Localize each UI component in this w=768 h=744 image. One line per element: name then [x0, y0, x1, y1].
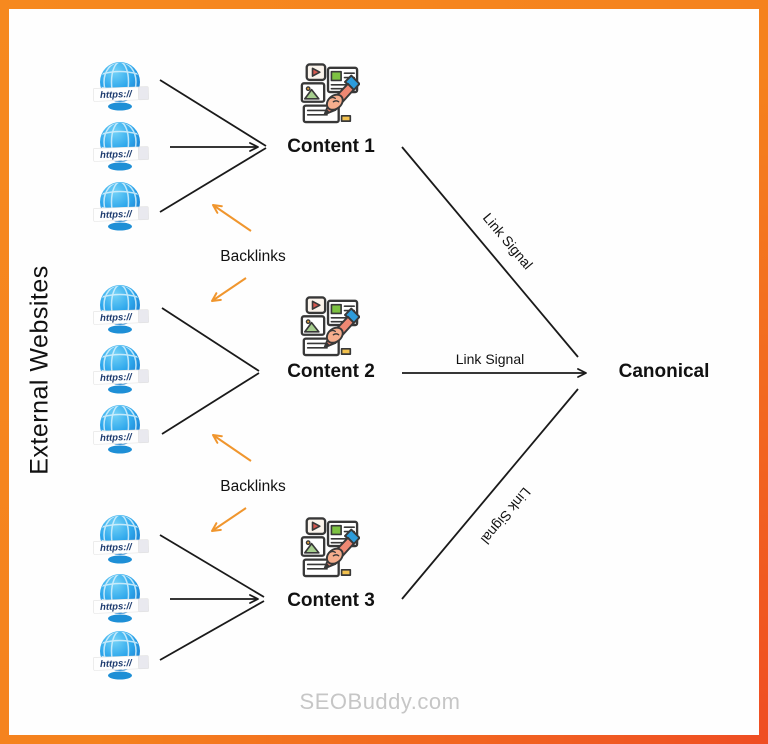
website-icon: https:// — [92, 571, 152, 627]
backlinks1-label: Backlinks — [220, 248, 286, 265]
https-label: https:// — [100, 432, 133, 444]
content-creation-icon — [298, 517, 360, 579]
group2-top-line — [161, 307, 260, 372]
website-icon: https:// — [92, 342, 152, 398]
group3-top-line — [159, 534, 265, 598]
group3-bottom-line — [159, 600, 265, 661]
website-icon: https:// — [92, 179, 152, 235]
group2-bottom-line — [161, 372, 260, 435]
website-icon: https:// — [92, 282, 152, 338]
backlink1-up-arrow — [212, 204, 252, 232]
backlink2-down-arrow — [211, 507, 247, 532]
https-label: https:// — [100, 542, 133, 554]
external-websites-label: External Websites — [25, 265, 54, 475]
canonical-label: Canonical — [618, 361, 710, 382]
https-label: https:// — [100, 149, 133, 161]
website-icon: https:// — [92, 59, 152, 115]
website-icon: https:// — [92, 402, 152, 458]
https-label: https:// — [100, 372, 133, 384]
content-creation-icon — [298, 63, 360, 125]
backlinks2-label: Backlinks — [220, 478, 286, 495]
website-icon: https:// — [92, 628, 152, 684]
group1-bottom-line — [159, 147, 267, 213]
group1-top-line — [159, 79, 267, 147]
content1-label: Content 1 — [287, 136, 375, 157]
content3-to-canonical-line — [401, 388, 579, 600]
https-label: https:// — [100, 312, 133, 324]
website-icon: https:// — [92, 512, 152, 568]
backlink1-down-arrow — [211, 277, 247, 302]
https-label: https:// — [100, 209, 133, 221]
content-creation-icon — [298, 296, 360, 358]
content3-label: Content 3 — [287, 590, 375, 611]
content1-to-canonical-line — [401, 146, 579, 358]
watermark: SEOBuddy.com — [299, 689, 461, 714]
backlink2-up-arrow — [212, 434, 252, 462]
https-label: https:// — [100, 89, 133, 101]
website-icon: https:// — [92, 119, 152, 175]
https-label: https:// — [100, 658, 133, 670]
https-label: https:// — [100, 601, 133, 613]
link-signal2-label: Link Signal — [455, 351, 525, 367]
content2-label: Content 2 — [287, 361, 375, 382]
